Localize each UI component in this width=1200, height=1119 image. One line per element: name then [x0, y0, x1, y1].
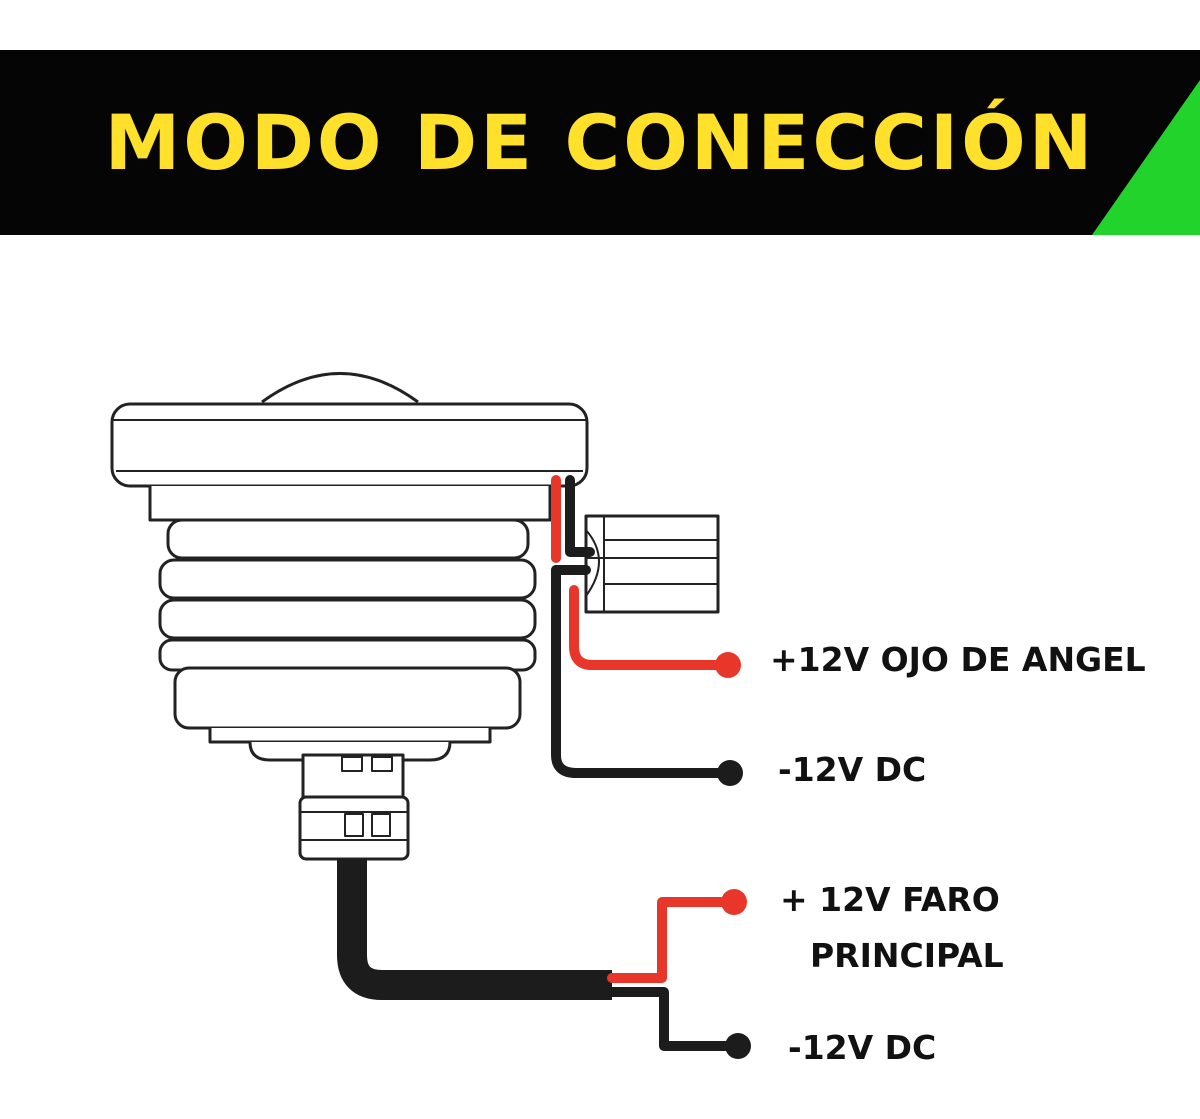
housing-fin: [166, 518, 530, 560]
lens-dome: [261, 372, 419, 404]
terminal-dot: [717, 760, 743, 786]
terminal-dot: [715, 652, 741, 678]
headlight-positive-wire: [607, 897, 739, 983]
housing-fin: [158, 558, 537, 600]
angel-eye-positive-wire: [551, 475, 731, 670]
terminal-dot: [721, 889, 747, 915]
housing-fin: [158, 598, 537, 640]
housing-base: [173, 666, 522, 730]
label-headlight-positive-line2: PRINCIPAL: [810, 936, 1004, 975]
green-accent-stripe: [1092, 50, 1200, 235]
headlight-negative-wire: [607, 987, 741, 1051]
angel-eye-negative-wire: [551, 475, 735, 778]
main-cable: [337, 859, 612, 1000]
page-title: MODO DE CONECCIÓN: [104, 98, 1096, 187]
title-banner: MODO DE CONECCIÓN: [0, 50, 1200, 235]
label-headlight-negative: -12V DC: [788, 1028, 937, 1067]
wiring-diagram: [110, 372, 751, 1059]
terminal-dot: [725, 1033, 751, 1059]
label-headlight-positive-line1: + 12V FARO: [780, 880, 1000, 919]
label-angel-eye-positive: +12V OJO DE ANGEL: [770, 640, 1146, 679]
label-angel-eye-negative: -12V DC: [778, 750, 927, 789]
side-connector: [584, 514, 720, 614]
housing-rim: [110, 402, 589, 488]
housing-fin: [158, 638, 537, 672]
